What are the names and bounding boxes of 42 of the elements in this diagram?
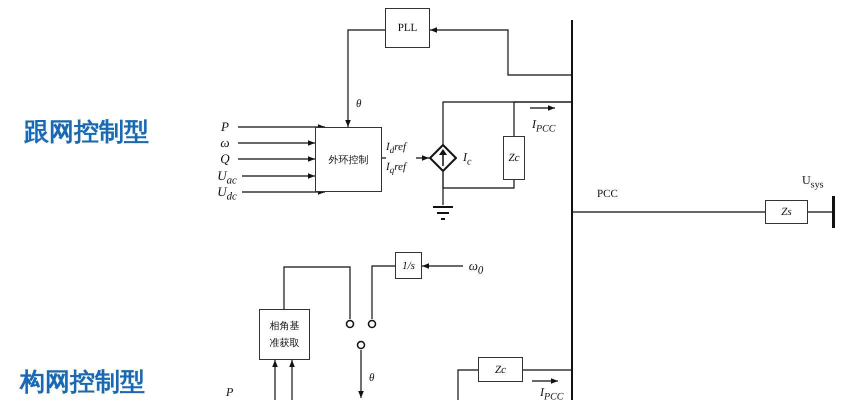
arrow: [242, 189, 325, 195]
section-heading: 构网控制型: [20, 366, 145, 398]
input-signal-label: P: [226, 386, 234, 398]
wire: [573, 211, 765, 213]
arrow: [238, 140, 315, 146]
impedance-block: Zc: [503, 136, 525, 180]
current-label: I$_{PCC}$: [532, 118, 556, 136]
arrow: [345, 29, 385, 127]
input-signal-label: U$_{dc}$: [212, 185, 242, 199]
arrow: [358, 350, 364, 398]
arrow: [238, 124, 325, 130]
grid-bar: [832, 196, 835, 228]
pll-block: PLL: [385, 8, 430, 48]
arrow: [422, 263, 463, 269]
wire: [371, 265, 395, 319]
integrator-block: 1/s: [395, 252, 422, 279]
input-signal-label: Q: [212, 152, 238, 166]
wire: [283, 266, 351, 319]
input-signal-label: P: [212, 120, 238, 134]
wire: [442, 172, 444, 205]
arrow: [430, 27, 571, 76]
frequency-label: ω$_{0}$: [463, 259, 489, 277]
current-source-symbol: [429, 144, 457, 172]
arrow: [238, 156, 315, 162]
current-label: I$_{PCC}$: [540, 386, 564, 400]
arrow: [272, 360, 278, 400]
wire: [523, 369, 573, 371]
arrow: [289, 360, 295, 400]
input-signal-label: ω: [212, 136, 238, 150]
voltage-label: U$_{sys}$: [802, 174, 824, 192]
impedance-block: Zs: [765, 200, 808, 224]
switch-symbol: [345, 319, 377, 350]
ground-symbol: [433, 205, 453, 222]
current-label: I$_{c}$: [463, 151, 472, 168]
input-signal-label: U$_{ac}$: [212, 169, 242, 183]
control-block: 相角基准获取: [259, 309, 310, 360]
arrow: [242, 173, 315, 179]
impedance-block: Zc: [478, 357, 523, 382]
wire: [457, 369, 478, 400]
wire: [513, 101, 573, 136]
control-block: 外环控制: [315, 127, 382, 192]
section-heading: 跟网控制型: [24, 116, 149, 148]
